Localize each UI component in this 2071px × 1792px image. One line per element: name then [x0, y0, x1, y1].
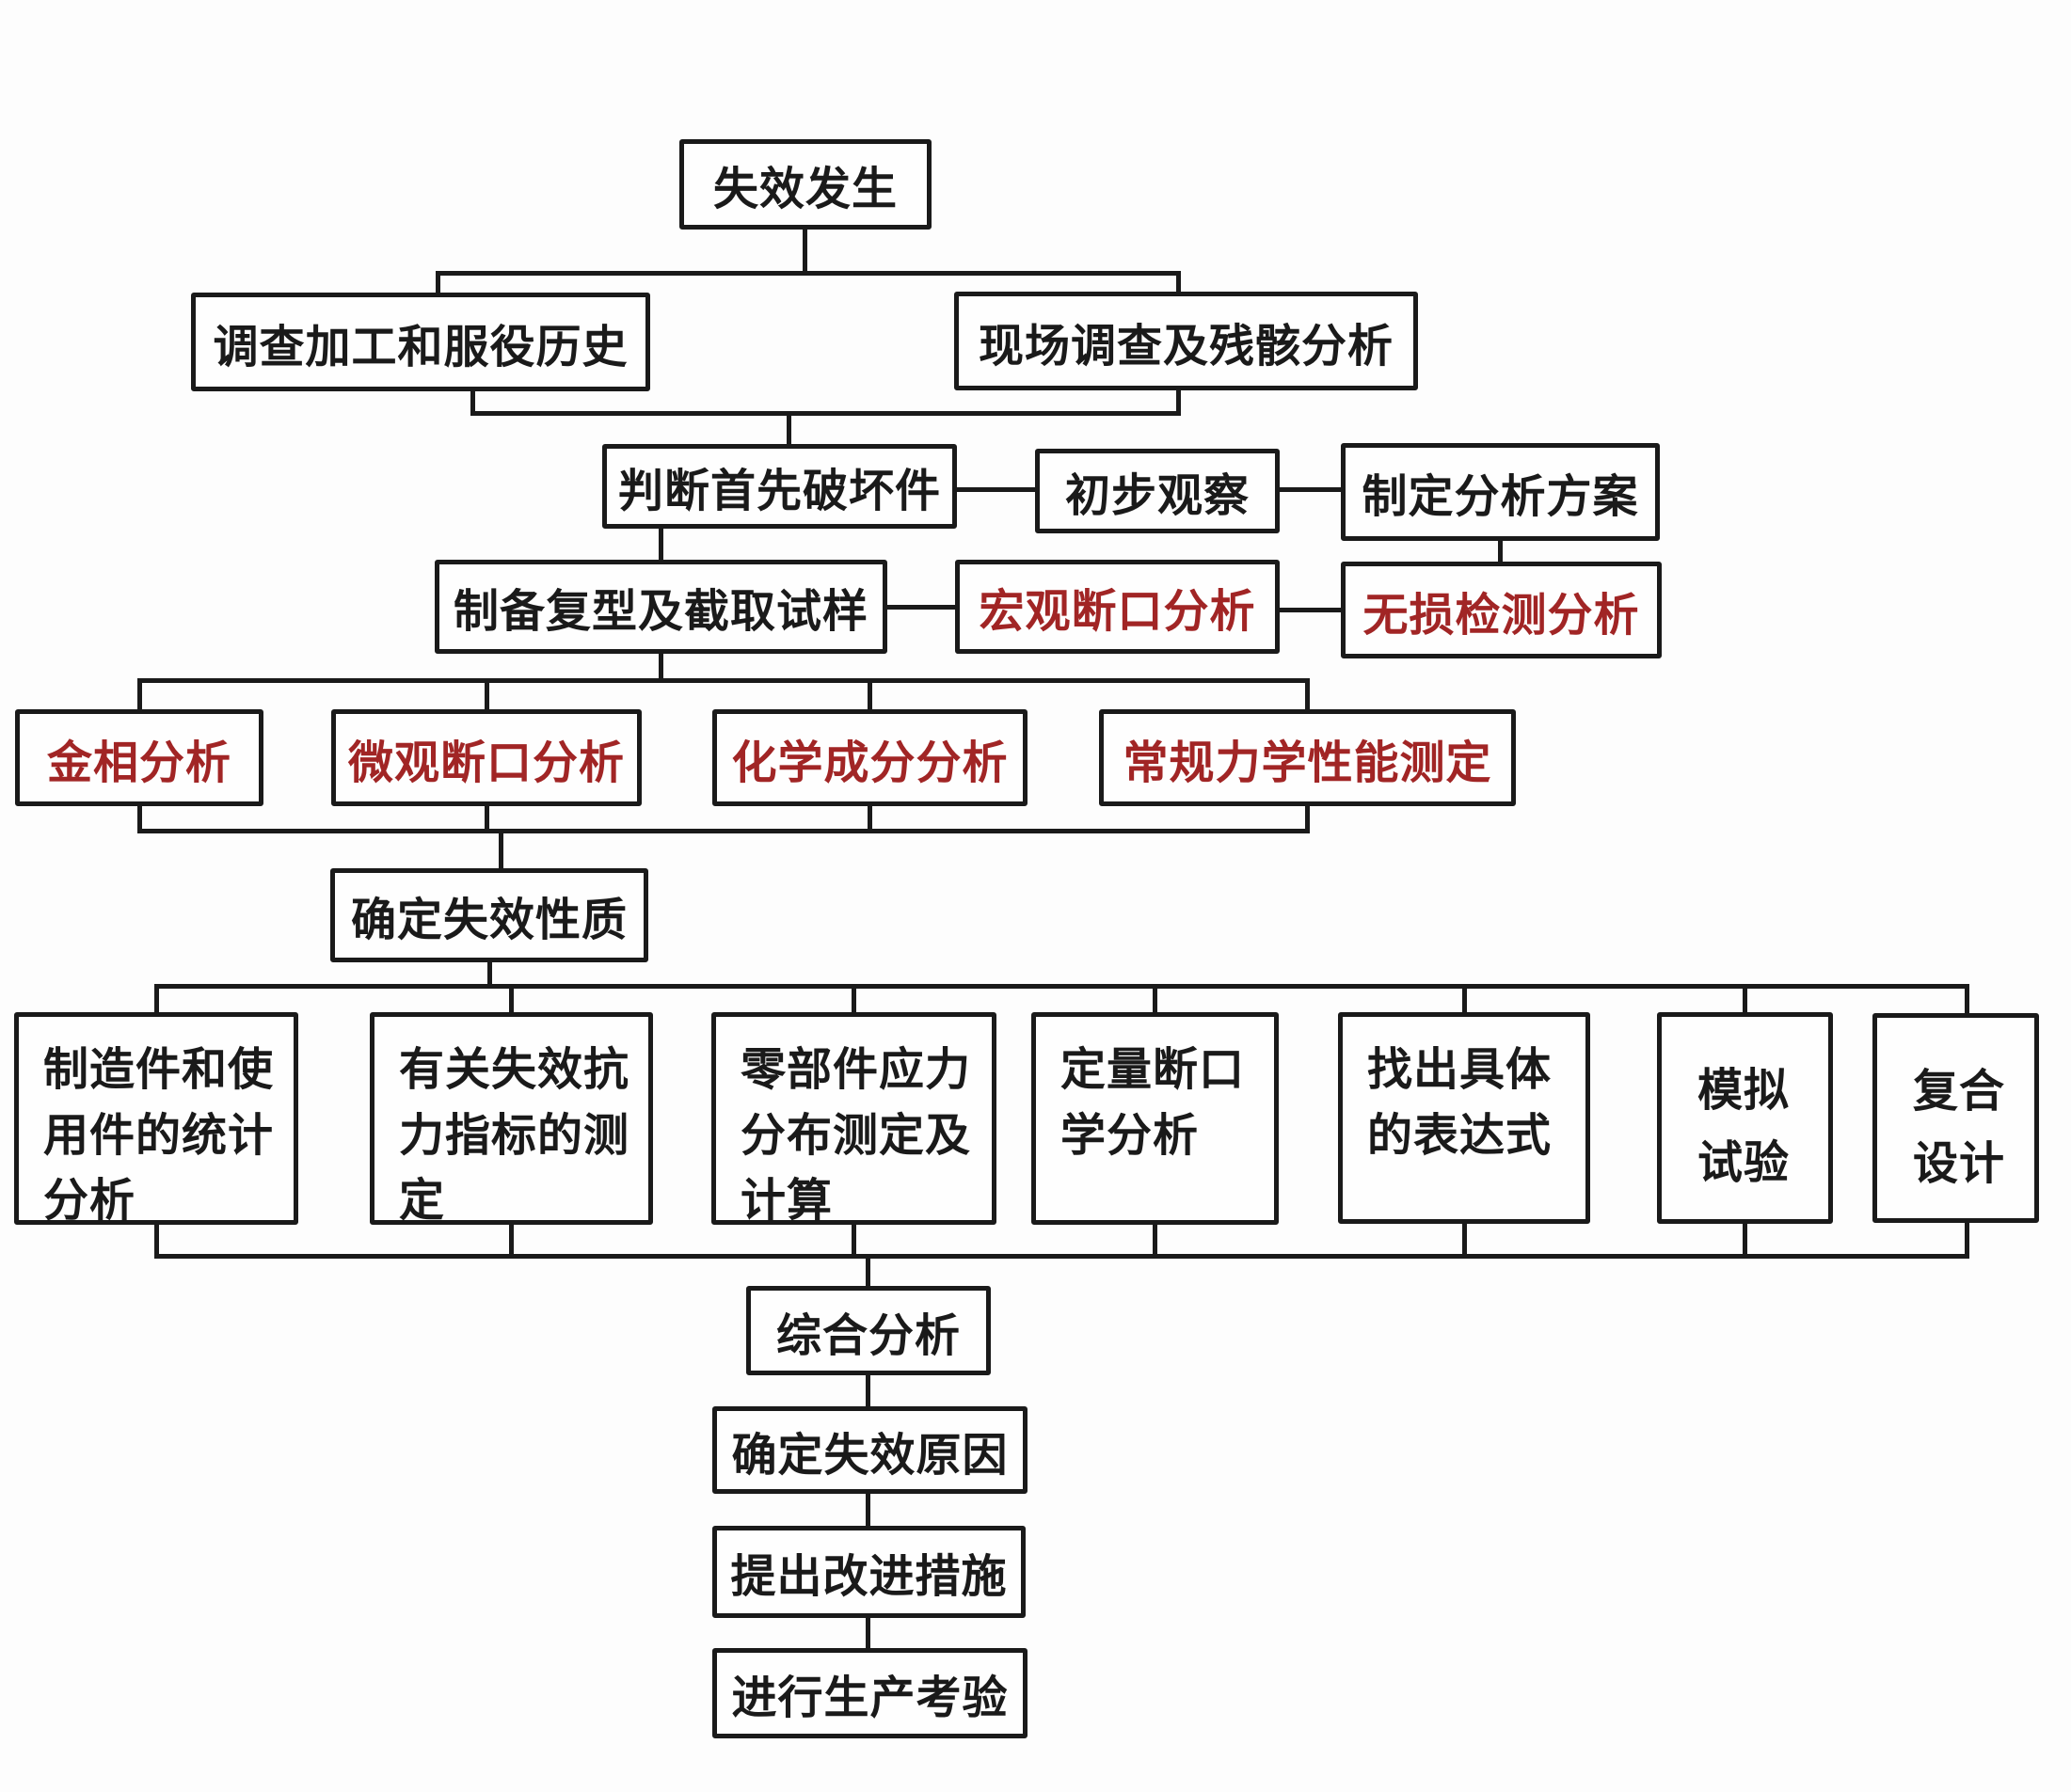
connector-line [154, 1254, 1968, 1259]
node-macro-fracture-analysis: 宏观断口分析 [955, 560, 1280, 654]
node-mechanical-properties-testing: 常规力学性能测定 [1099, 709, 1516, 806]
node-stress-distribution-measurement: 零部件应力 分布测定及 计算 [711, 1012, 996, 1227]
connector-line [485, 806, 489, 833]
connector-line [470, 411, 1181, 416]
node-preliminary-observation: 初步观察 [1035, 449, 1280, 533]
connector-line [659, 529, 663, 562]
connector-line [1153, 1223, 1157, 1259]
node-site-investigation-wreckage-analysis: 现场调查及残骸分析 [954, 292, 1418, 390]
node-simulation-test: 模拟 试验 [1657, 1012, 1833, 1224]
connector-line [887, 605, 957, 610]
connector-line [852, 1223, 856, 1259]
node-micro-fracture-analysis: 微观断口分析 [331, 709, 642, 806]
node-production-verification: 进行生产考验 [712, 1648, 1028, 1738]
connector-line [1305, 806, 1310, 833]
connector-line [1498, 541, 1503, 563]
connector-line [154, 1223, 159, 1259]
connector-line [1462, 1223, 1467, 1259]
connector-line [1743, 1223, 1747, 1259]
node-statistical-analysis-of-parts: 制造件和使 用件的统计 分析 [14, 1012, 298, 1227]
node-composite-design: 复合 设计 [1872, 1013, 2039, 1223]
connector-line [137, 806, 142, 833]
node-failure-resistance-index-testing: 有关失效抗 力指标的测 定 [370, 1012, 653, 1227]
connector-line [866, 1618, 870, 1650]
connector-line [868, 806, 872, 833]
connector-line [1153, 984, 1157, 1015]
node-propose-improvement-measures: 提出改进措施 [712, 1526, 1026, 1618]
connector-line [852, 984, 856, 1015]
node-prepare-replica-and-samples: 制备复型及截取试样 [435, 560, 887, 654]
node-metallographic-analysis: 金相分析 [15, 709, 263, 806]
connector-line [866, 1375, 870, 1408]
connector-line [957, 487, 1037, 492]
connector-line [1743, 984, 1747, 1015]
connector-line [470, 391, 475, 416]
connector-line [137, 678, 142, 711]
connector-line [1965, 984, 1969, 1016]
node-identify-first-failed-part: 判断首先破坏件 [602, 444, 957, 529]
connector-line [485, 678, 489, 711]
node-determine-failure-cause: 确定失效原因 [712, 1406, 1028, 1494]
connector-line [1965, 1221, 1969, 1259]
connector-line [866, 1254, 870, 1288]
connector-line [137, 678, 1310, 683]
connector-line [787, 411, 791, 446]
node-failure-occurs: 失效发生 [679, 139, 932, 230]
connector-line [509, 984, 514, 1015]
node-find-specific-expression: 找出具体 的表达式 [1338, 1012, 1590, 1224]
connector-line [1305, 678, 1310, 711]
connector-line [866, 1494, 870, 1528]
connector-line [1280, 487, 1343, 492]
connector-line [1176, 390, 1181, 416]
node-investigate-processing-service-history: 调查加工和服役历史 [191, 293, 650, 391]
connector-line [868, 678, 872, 711]
node-ndt-analysis: 无损检测分析 [1341, 562, 1662, 658]
connector-line [154, 984, 1968, 989]
connector-line [659, 654, 663, 683]
node-quantitative-fractography: 定量断口 学分析 [1031, 1012, 1279, 1225]
connector-line [154, 984, 159, 1015]
node-chemical-composition-analysis: 化学成分分析 [712, 709, 1028, 806]
connector-line [436, 271, 440, 294]
node-determine-failure-nature: 确定失效性质 [330, 868, 648, 962]
connector-line [1280, 608, 1343, 612]
connector-line [436, 271, 1181, 276]
connector-line [487, 962, 492, 988]
connector-line [803, 230, 807, 275]
node-make-analysis-plan: 制定分析方案 [1341, 443, 1660, 541]
connector-line [499, 829, 503, 871]
connector-line [1462, 984, 1467, 1015]
node-comprehensive-analysis: 综合分析 [746, 1286, 991, 1375]
connector-line [137, 829, 1310, 833]
connector-line [1176, 271, 1181, 293]
connector-line [509, 1223, 514, 1259]
